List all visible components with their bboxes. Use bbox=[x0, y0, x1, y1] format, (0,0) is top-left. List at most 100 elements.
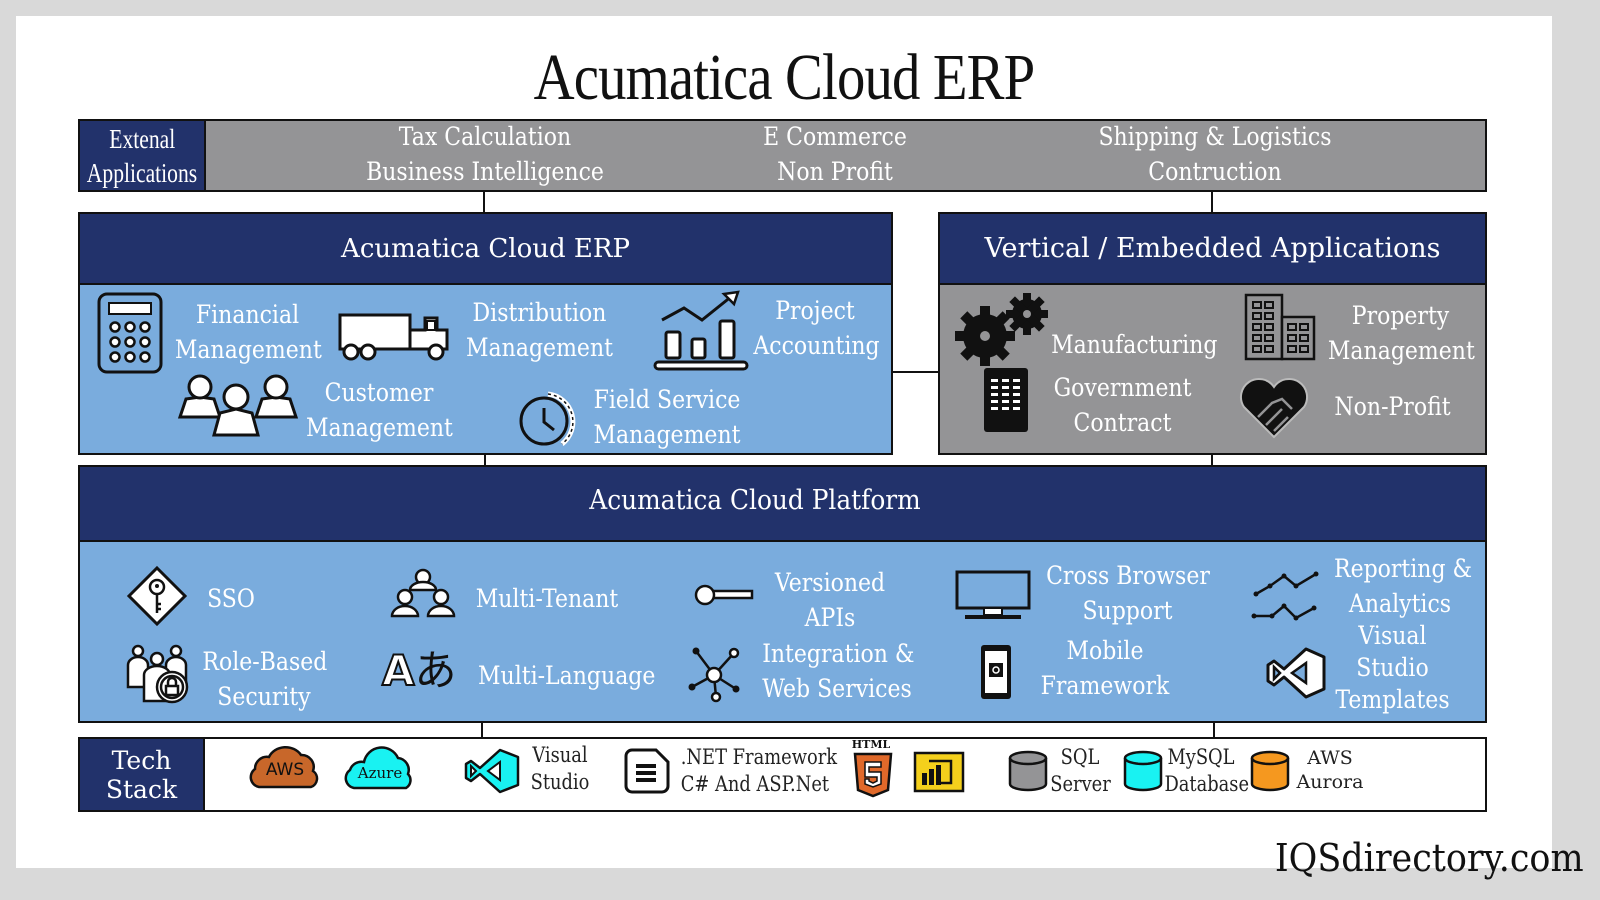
html5-label: HTML bbox=[851, 738, 891, 751]
api-pin-icon bbox=[694, 584, 754, 606]
feature-label: Framework bbox=[1040, 671, 1170, 700]
module-label: Contract bbox=[1073, 408, 1172, 437]
vertical-module-non-profit: Non-Profit bbox=[1329, 389, 1457, 424]
tech-label: Aurora bbox=[1296, 771, 1364, 793]
feature-label: Visual bbox=[1358, 621, 1427, 650]
external-item: Business Intelligence bbox=[366, 157, 604, 186]
language-icon: Aあ bbox=[381, 645, 457, 696]
connector-line bbox=[484, 454, 486, 467]
feature-label: Mobile bbox=[1066, 636, 1144, 665]
power-bi-icon bbox=[913, 751, 965, 793]
database-icon bbox=[1123, 750, 1163, 792]
aws-cloud-icon bbox=[249, 746, 319, 789]
external-group-2: E Commerce Non Profit bbox=[716, 119, 954, 189]
people-icon bbox=[177, 374, 299, 437]
external-apps-bar bbox=[78, 119, 1487, 192]
vertical-module-manufacturing: Manufacturing bbox=[1051, 327, 1218, 362]
erp-header: Acumatica Cloud ERP bbox=[78, 212, 893, 285]
vertical-module-property: Property Management bbox=[1327, 298, 1475, 368]
feature-label: APIs bbox=[804, 603, 856, 632]
module-label: Financial bbox=[195, 300, 300, 329]
azure-badge-text: Azure bbox=[357, 764, 403, 782]
tech-item-mysql: MySQL Database bbox=[1164, 744, 1250, 798]
tech-label: AWS bbox=[1307, 747, 1353, 769]
connector-line bbox=[483, 191, 485, 213]
module-label: Management bbox=[305, 413, 453, 442]
external-group-1: Tax Calculation Business Intelligence bbox=[322, 119, 648, 189]
user-lock-icon bbox=[126, 644, 189, 704]
vertical-header: Vertical / Embedded Applications bbox=[938, 212, 1487, 285]
platform-feature-mobile: Mobile Framework bbox=[1039, 633, 1171, 703]
external-group-3: Shipping & Logistics Contruction bbox=[1061, 119, 1369, 189]
module-label: Government bbox=[1053, 373, 1192, 402]
tech-label: .NET Framework bbox=[680, 745, 838, 769]
tech-stack-label: Tech Stack bbox=[78, 737, 205, 812]
feature-label: SSO bbox=[207, 584, 255, 613]
module-label: Property bbox=[1351, 301, 1450, 330]
visual-studio-icon bbox=[1266, 647, 1326, 699]
feature-label: Templates bbox=[1335, 685, 1450, 714]
platform-header-text: Acumatica Cloud Platform bbox=[589, 485, 921, 516]
feature-label: Versioned bbox=[774, 568, 886, 597]
module-label: Manufacturing bbox=[1051, 330, 1218, 359]
external-label-line1: Extenal bbox=[109, 123, 175, 154]
connector-line bbox=[1211, 191, 1213, 213]
tech-label-line2: Stack bbox=[105, 774, 178, 804]
platform-feature-integration: Integration & Web Services bbox=[762, 636, 914, 706]
tech-item-dotnet: .NET Framework C# And ASP.Net bbox=[680, 744, 838, 798]
feature-label: Analytics bbox=[1348, 589, 1452, 618]
module-label: Distribution bbox=[472, 298, 607, 327]
tech-label: Server bbox=[1050, 772, 1111, 796]
tech-label: Visual bbox=[532, 743, 588, 767]
module-label: Management bbox=[1327, 336, 1475, 365]
erp-module-customer: Customer Management bbox=[305, 375, 453, 445]
tech-label: MySQL bbox=[1167, 745, 1235, 769]
integration-hub-icon bbox=[688, 647, 740, 703]
feature-label: Multi-Tenant bbox=[475, 584, 619, 613]
document-icon bbox=[624, 748, 670, 794]
feature-label: Cross Browser bbox=[1046, 561, 1210, 590]
visual-studio-icon bbox=[464, 748, 520, 794]
buildings-icon bbox=[1244, 293, 1316, 361]
vertical-module-government: Government Contract bbox=[1050, 370, 1195, 440]
module-label: Management bbox=[466, 333, 613, 362]
line-charts-icon bbox=[1251, 571, 1319, 621]
platform-feature-multi-language: Multi-Language bbox=[478, 658, 656, 693]
erp-module-financial: Financial Management bbox=[175, 297, 322, 367]
feature-label: Security bbox=[217, 682, 311, 711]
tech-label: Database bbox=[1164, 772, 1250, 796]
platform-feature-multi-tenant: Multi-Tenant bbox=[472, 581, 622, 616]
aws-badge-text: AWS bbox=[265, 760, 305, 780]
connector-line bbox=[481, 722, 483, 738]
database-icon bbox=[1250, 750, 1290, 792]
erp-module-distribution: Distribution Management bbox=[463, 295, 617, 365]
database-icon bbox=[1008, 750, 1048, 792]
truck-icon bbox=[338, 313, 449, 361]
feature-label: Support bbox=[1082, 596, 1173, 625]
module-label: Accounting bbox=[753, 331, 880, 360]
brand-watermark[interactable]: IQSdirectory.com bbox=[1275, 836, 1584, 880]
heart-handshake-icon bbox=[1239, 378, 1309, 439]
stopwatch-icon bbox=[519, 391, 576, 446]
module-label: Field Service bbox=[593, 385, 741, 414]
platform-feature-sso: SSO bbox=[200, 581, 262, 616]
platform-header: Acumatica Cloud Platform bbox=[78, 465, 1487, 542]
azure-cloud-icon bbox=[344, 746, 412, 790]
external-item: E Commerce bbox=[763, 122, 907, 151]
connector-line bbox=[892, 371, 940, 373]
module-label: Customer bbox=[324, 378, 434, 407]
gears-icon bbox=[955, 293, 1048, 366]
external-item: Non Profit bbox=[777, 157, 893, 186]
feature-label: Multi-Language bbox=[478, 661, 656, 690]
tech-item-aws-aurora: AWS Aurora bbox=[1290, 746, 1370, 794]
feature-label: Studio bbox=[1356, 653, 1429, 682]
external-item: Contruction bbox=[1148, 157, 1282, 186]
module-label: Management bbox=[593, 420, 741, 449]
feature-label: Reporting & bbox=[1334, 554, 1473, 583]
platform-feature-vs-templates: Visual Studio Templates bbox=[1333, 620, 1452, 716]
office-tower-icon bbox=[984, 368, 1028, 432]
connector-line bbox=[1211, 454, 1213, 467]
erp-module-field-service: Field Service Management bbox=[592, 382, 742, 452]
external-item: Shipping & Logistics bbox=[1098, 122, 1332, 151]
external-apps-label: Extenal Applications bbox=[78, 119, 206, 192]
